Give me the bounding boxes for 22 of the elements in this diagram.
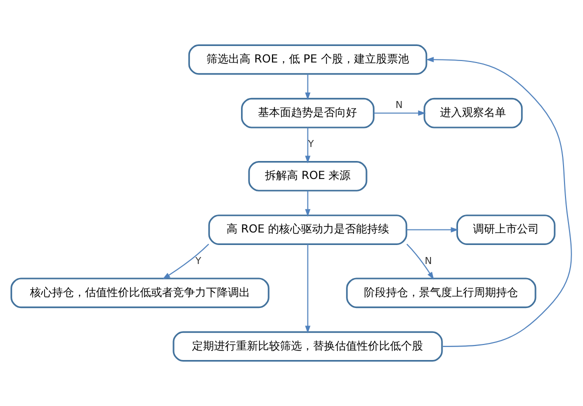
node-box: 定期进行重新比较筛选，替换估值性价比低个股 <box>172 331 443 362</box>
edge-label: Y <box>308 139 314 150</box>
node-box: 高 ROE 的核心驱动力是否能持续 <box>208 214 408 245</box>
node-box: 阶段持仓，景气度上行周期持仓 <box>346 278 536 308</box>
arrow <box>374 110 426 116</box>
node-box: 进入观察名单 <box>424 98 523 128</box>
node-box: 调研上市公司 <box>456 214 556 245</box>
arrow <box>406 227 459 232</box>
arrow <box>406 244 434 280</box>
arrow <box>305 128 310 164</box>
node-box: 核心持仓，估值性价比低或者竞争力下降调出 <box>10 278 270 308</box>
edge-label: Y <box>195 256 202 267</box>
arrow <box>426 56 572 347</box>
node-box: 拆解高 ROE 来源 <box>248 161 368 192</box>
arrow <box>162 244 210 280</box>
arrow <box>305 190 310 217</box>
edge-label: N <box>395 100 403 111</box>
arrow <box>305 244 310 334</box>
edge-label: N <box>424 256 432 267</box>
node-box: 基本面趋势是否向好 <box>241 98 374 128</box>
arrow <box>305 74 310 100</box>
node-box: 筛选出高 ROE，低 PE 个股，建立股票池 <box>188 44 428 75</box>
